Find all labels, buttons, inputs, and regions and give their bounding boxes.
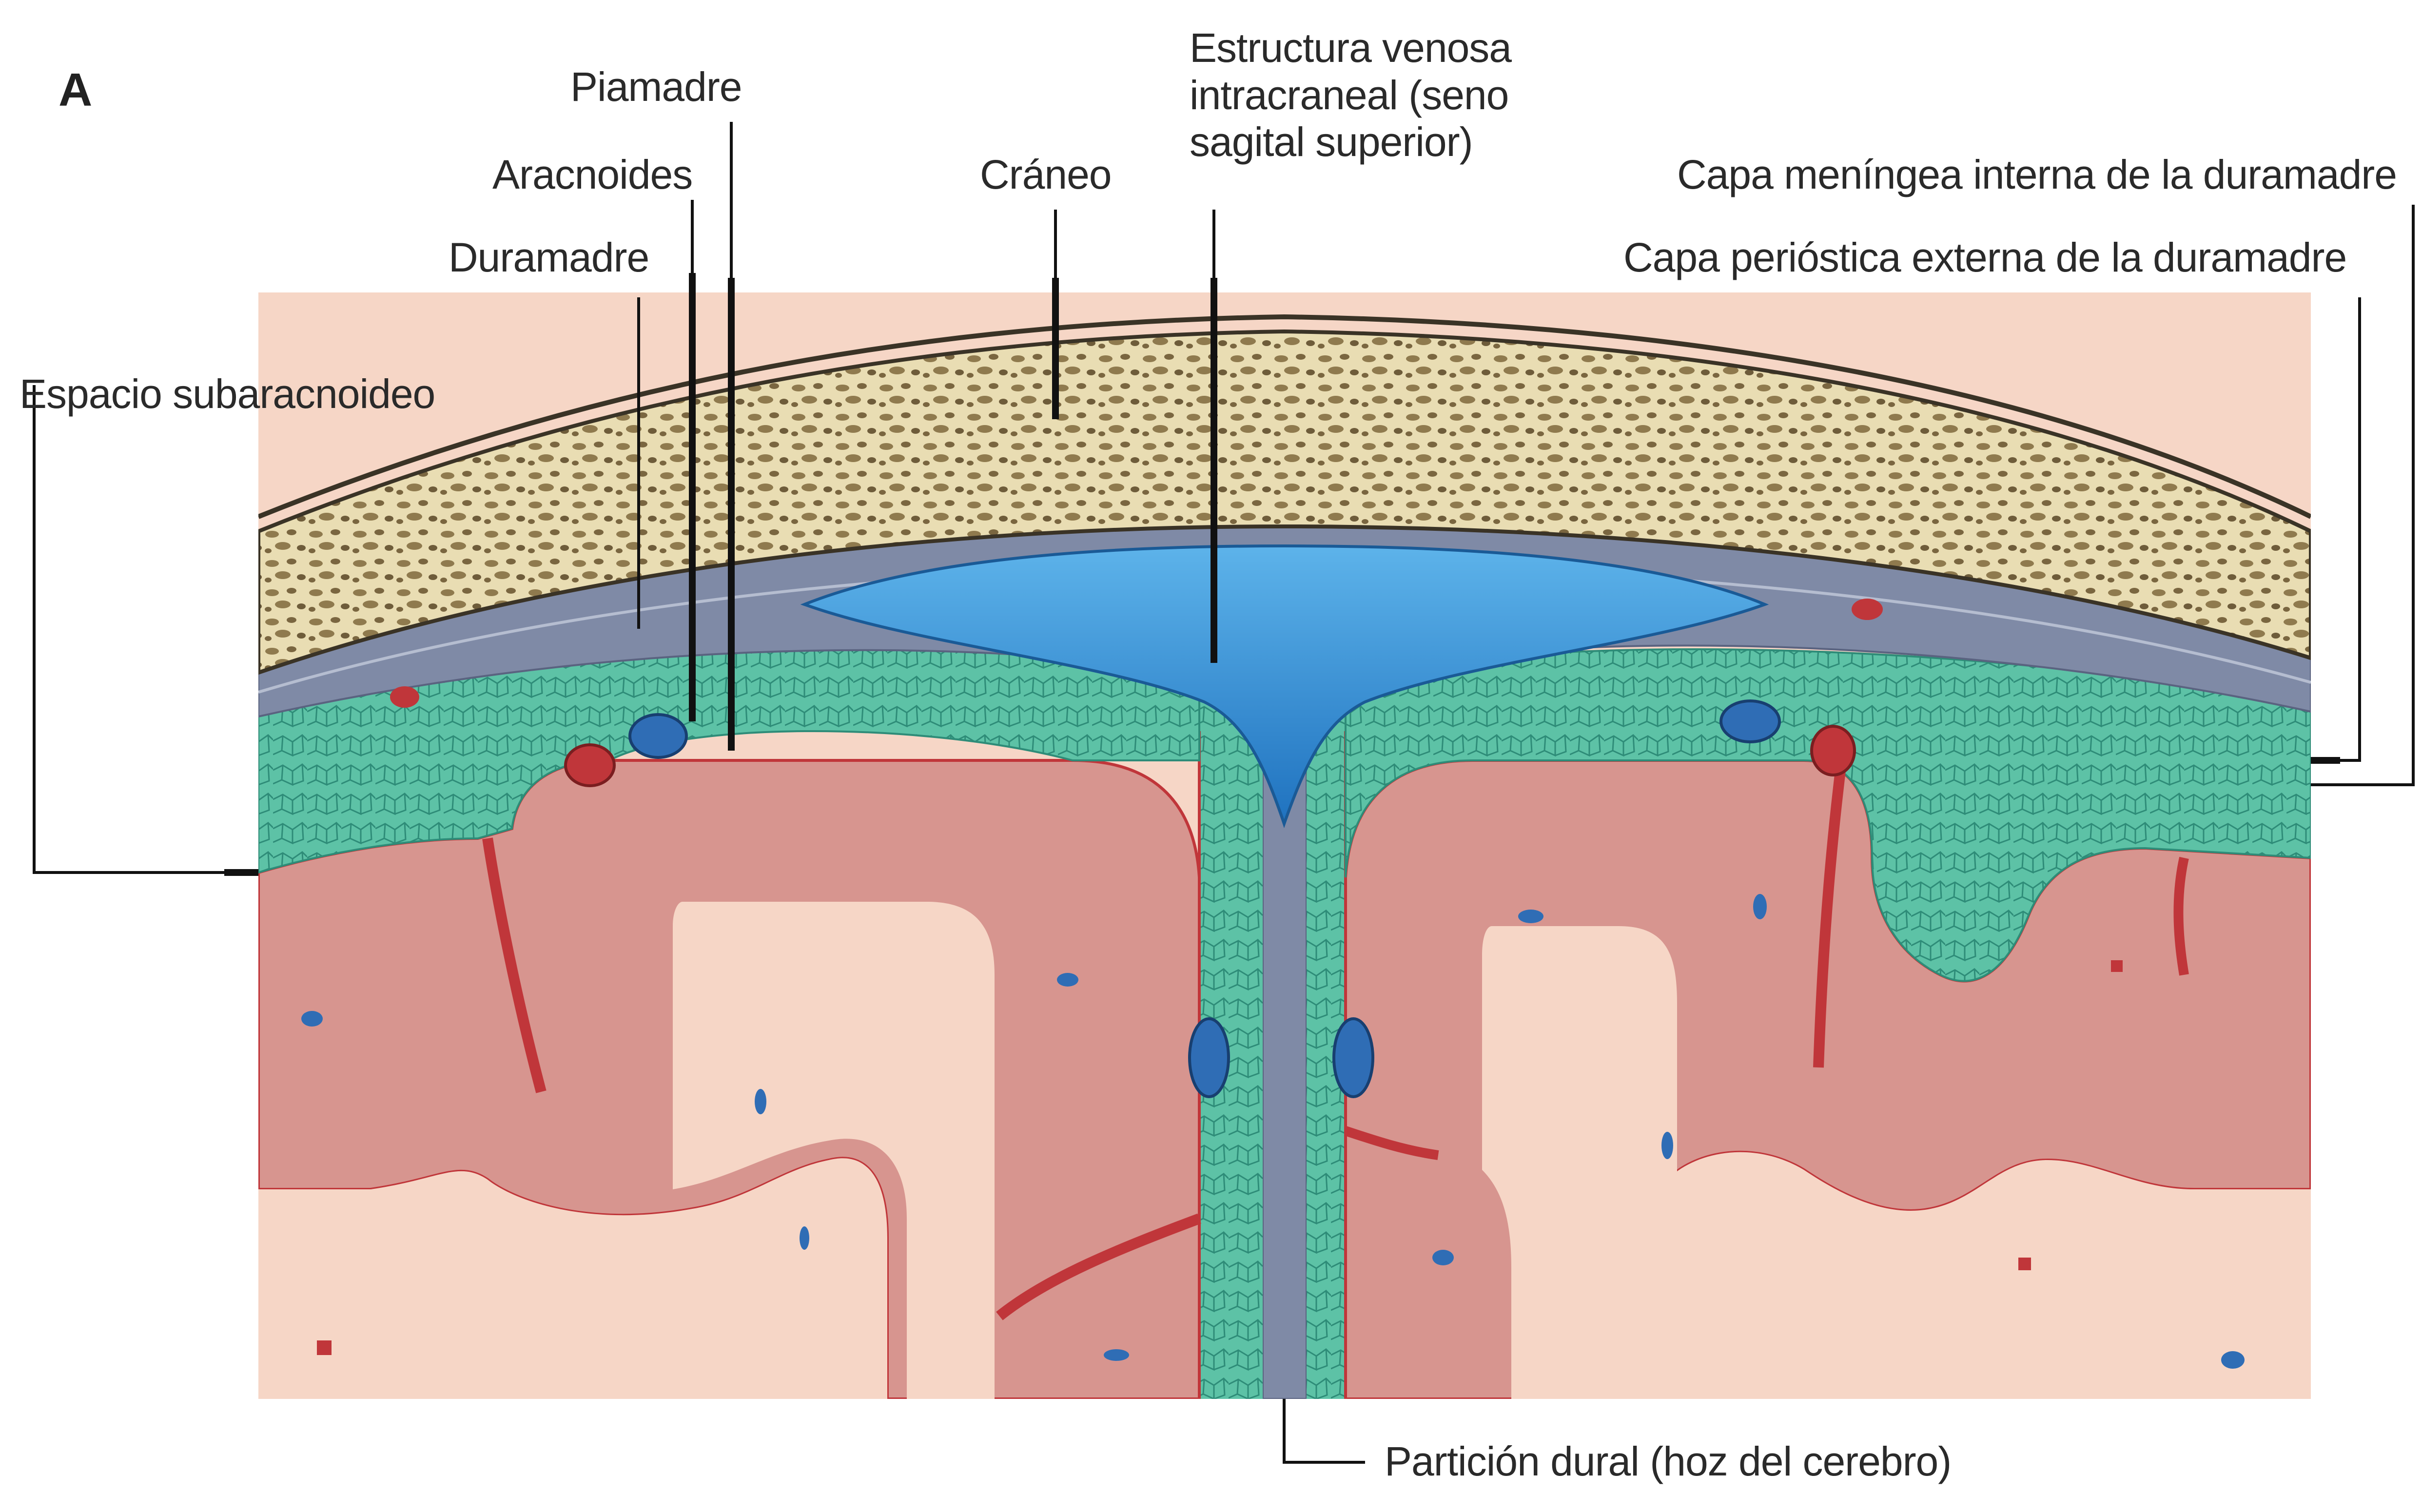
dural-vessel-right — [1852, 599, 1883, 620]
label-capa-meningea: Capa meníngea interna de la duramadre — [1677, 151, 2397, 198]
label-particion-dural: Partición dural (hoz del cerebro) — [1385, 1438, 1951, 1485]
label-craneo: Cráneo — [980, 151, 1112, 198]
label-capa-periostica: Capa perióstica externa de la duramadre — [1623, 234, 2346, 281]
vein-falx-left — [1190, 1019, 1229, 1097]
label-piamadre: Piamadre — [570, 63, 742, 111]
label-espacio-subaracnoideo: Espacio subaracnoideo — [20, 370, 435, 418]
artery-right — [1812, 726, 1855, 775]
label-estructura-venosa: Estructura venosa intracraneal (seno sag… — [1190, 24, 1541, 166]
panel-letter: A — [59, 63, 92, 117]
vein-left — [630, 715, 686, 757]
white-matter-right-core — [1482, 926, 1677, 1399]
sulcus-vessel-far-right — [2178, 858, 2184, 975]
label-duramadre: Duramadre — [449, 234, 649, 281]
label-aracnoides: Aracnoides — [492, 151, 692, 198]
vein-falx-right — [1334, 1019, 1373, 1097]
vein-right — [1721, 701, 1779, 742]
dural-vessel-left — [390, 686, 419, 708]
artery-left — [566, 745, 614, 786]
